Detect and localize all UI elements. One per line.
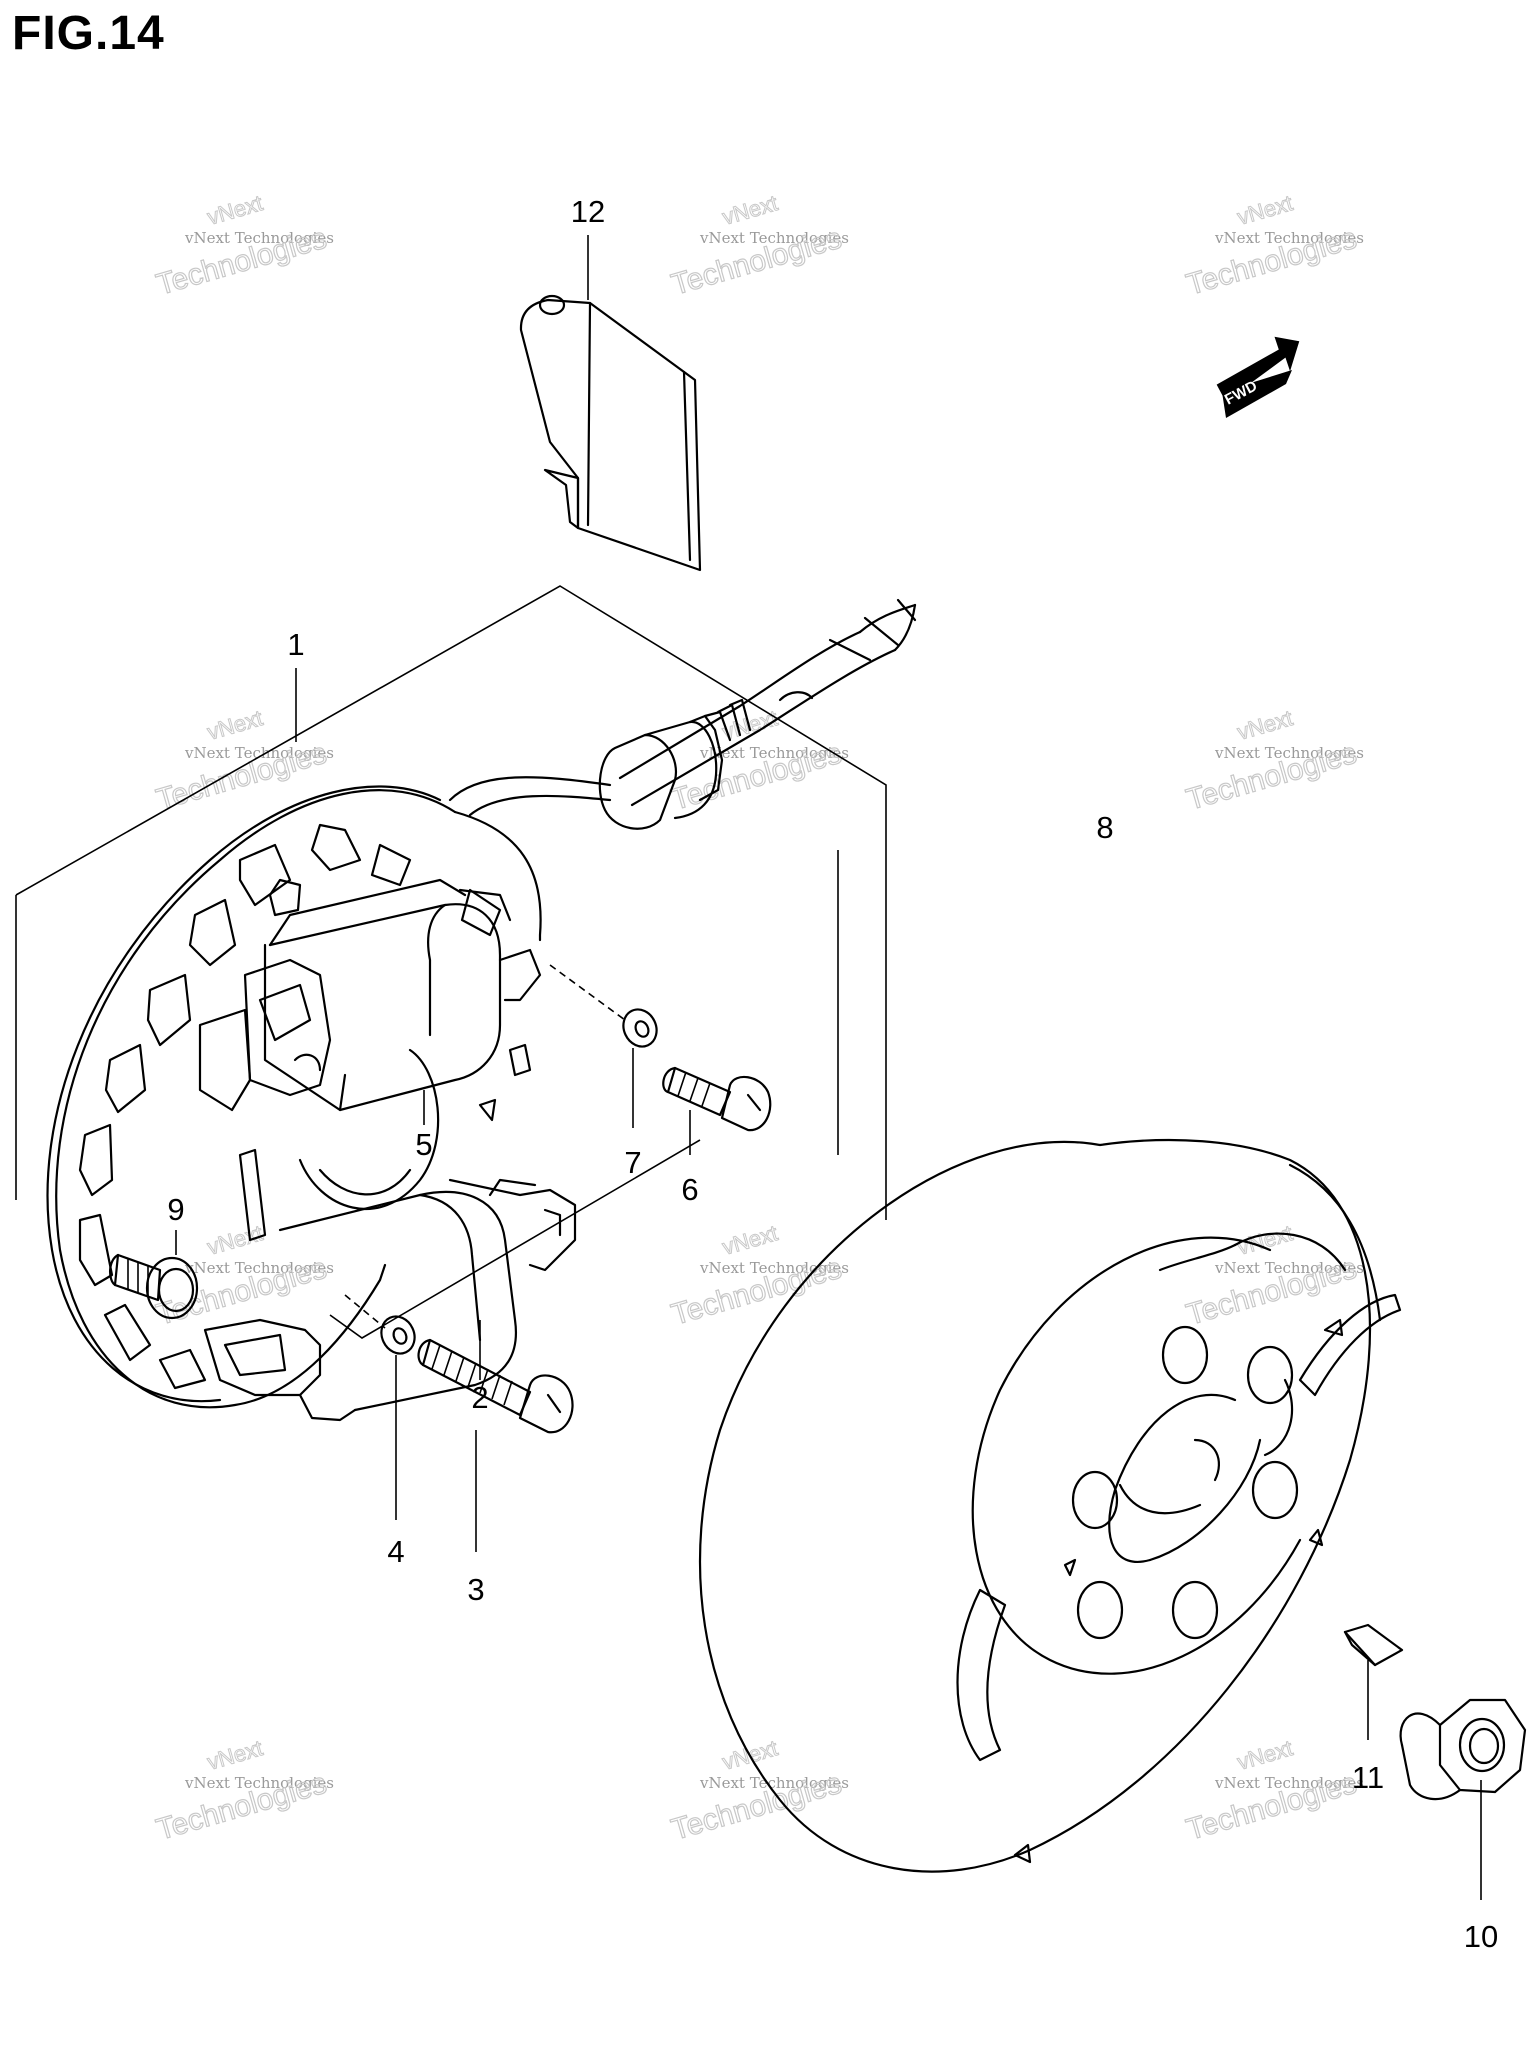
label-7: 7 [624, 1145, 641, 1180]
stator-base-plate [46, 785, 542, 1409]
svg-text:vNext: vNext [204, 1735, 265, 1775]
label-3: 3 [467, 1572, 484, 1607]
part-4-washer [380, 1315, 416, 1355]
svg-text:vNext: vNext [1234, 705, 1295, 745]
svg-text:vNext Technologies: vNext Technologies [184, 229, 334, 247]
svg-text:vNext Technologies: vNext Technologies [1214, 1774, 1364, 1792]
label-9: 9 [167, 1192, 184, 1227]
svg-text:vNext Technologies: vNext Technologies [184, 744, 334, 762]
label-5: 5 [415, 1127, 432, 1162]
leader-lines [175, 235, 1482, 1900]
svg-text:vNext: vNext [204, 705, 265, 745]
watermark: vNext vNext Technologies Technologies [152, 1220, 334, 1333]
watermark: vNext vNext Technologies Technologies [1182, 1735, 1364, 1848]
watermark: vNext vNext Technologies Technologies [667, 190, 849, 303]
label-10: 10 [1464, 1919, 1498, 1954]
part-11-key [1343, 1623, 1404, 1667]
grommet [598, 698, 752, 830]
svg-text:vNext: vNext [719, 1220, 780, 1260]
label-2: 2 [471, 1380, 488, 1415]
svg-text:vNext: vNext [204, 190, 265, 230]
callout-labels: 12 1 8 5 9 2 7 6 4 3 11 10 [167, 194, 1498, 1954]
fwd-arrow-icon: FWD [1216, 336, 1300, 418]
watermark: vNext vNext Technologies Technologies [667, 1735, 849, 1848]
part-3-long-screw [417, 1338, 574, 1434]
part-8-flywheel [698, 1138, 1402, 1873]
part-12-cover [519, 294, 702, 572]
watermark: vNext vNext Technologies Technologies [152, 1735, 334, 1848]
svg-text:vNext Technologies: vNext Technologies [699, 229, 849, 247]
label-11: 11 [1352, 1760, 1384, 1795]
watermark: vNext vNext Technologies Technologies [1182, 190, 1364, 303]
watermark: vNext vNext Technologies Technologies [152, 190, 334, 303]
part-2-lower-coil [203, 1148, 577, 1422]
figure-title: FIG.14 [12, 7, 165, 60]
wire-harness [448, 598, 917, 817]
svg-text:vNext Technologies: vNext Technologies [699, 744, 849, 762]
svg-text:vNext Technologies: vNext Technologies [699, 1774, 849, 1792]
svg-text:vNext Technologies: vNext Technologies [1214, 229, 1364, 247]
watermarks: vNext vNext Technologies Technologies vN… [152, 190, 1364, 1848]
part-9-screw [109, 1253, 199, 1320]
svg-text:vNext: vNext [1234, 190, 1295, 230]
label-12: 12 [571, 194, 605, 229]
svg-text:vNext Technologies: vNext Technologies [184, 1259, 334, 1277]
svg-text:vNext Technologies: vNext Technologies [1214, 1259, 1364, 1277]
svg-text:vNext: vNext [1234, 1735, 1295, 1775]
label-6: 6 [681, 1172, 698, 1207]
label-1: 1 [287, 627, 304, 662]
part-6-screw [662, 1066, 772, 1132]
part-5-upper-coil [198, 878, 542, 1112]
part-10-nut [1399, 1698, 1527, 1801]
watermark: vNext vNext Technologies Technologies [667, 1220, 849, 1333]
watermark: vNext vNext Technologies Technologies [1182, 705, 1364, 818]
part-7-washer [622, 1008, 658, 1048]
svg-text:vNext Technologies: vNext Technologies [184, 1774, 334, 1792]
svg-text:vNext: vNext [719, 190, 780, 230]
label-8: 8 [1096, 810, 1113, 845]
part-1-group-box [15, 585, 887, 1339]
label-4: 4 [387, 1534, 404, 1569]
svg-text:vNext: vNext [204, 1220, 265, 1260]
svg-text:vNext Technologies: vNext Technologies [1214, 744, 1364, 762]
